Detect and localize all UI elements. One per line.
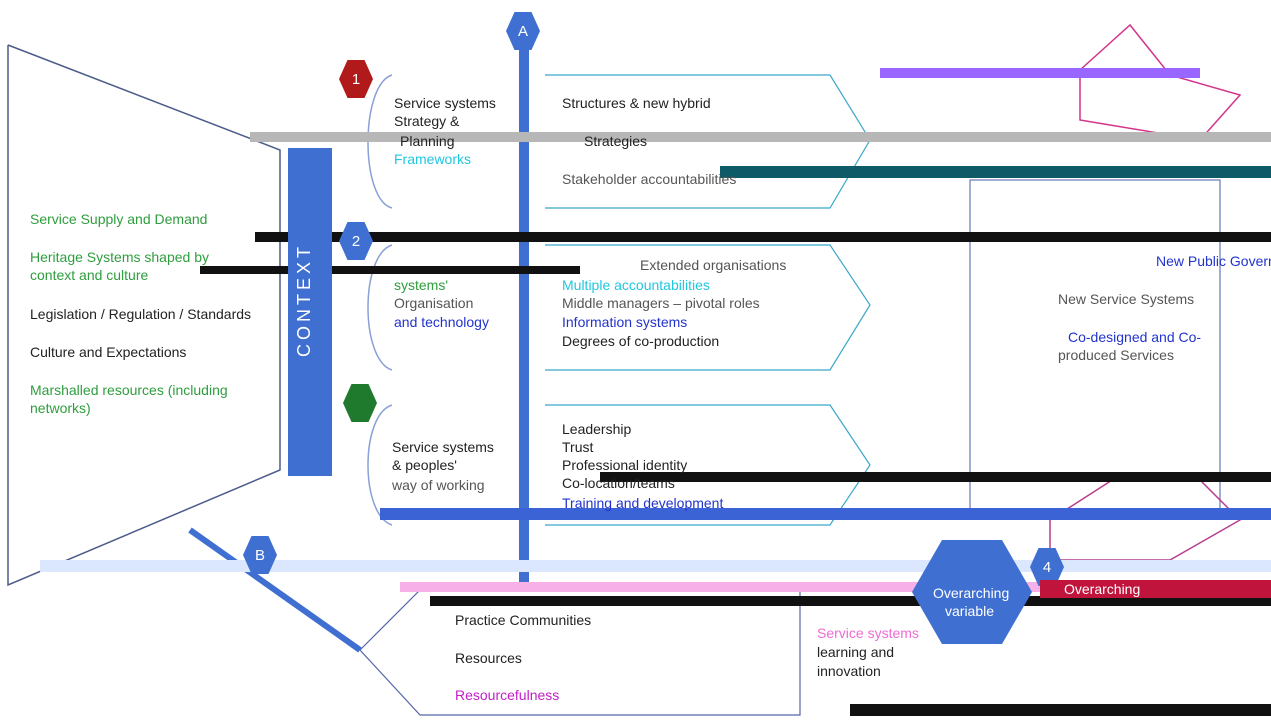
learning-line-2: learning and xyxy=(817,644,895,660)
new-service-systems: New Service Systems xyxy=(1058,291,1195,307)
black-band-4 xyxy=(430,596,1271,606)
blue-band xyxy=(380,508,1271,520)
diagonal-connector xyxy=(188,527,362,653)
codesigned-line-2: produced Services xyxy=(1058,347,1174,363)
row1-right-1: Structures & new hybrid xyxy=(562,95,711,111)
gray-band-1 xyxy=(250,132,1271,142)
top-right-arrow xyxy=(1079,23,1242,141)
row3-right-3: Professional identity xyxy=(562,457,688,473)
top-purple-band xyxy=(880,68,1200,78)
row3-right-4: Co-location/teams xyxy=(562,475,675,491)
codesigned-line-1: Co-designed and Co- xyxy=(1068,329,1202,345)
row2-right-2: Middle managers – pivotal roles xyxy=(562,295,760,311)
row3-left-1: Service systems xyxy=(392,439,494,455)
pink-band xyxy=(400,582,1271,592)
row1-left-2: Strategy & xyxy=(394,113,460,129)
new-public-governance: New Public Governance xyxy=(1156,253,1271,269)
row4-item-2: Resources xyxy=(455,650,522,666)
light-band xyxy=(40,560,1271,572)
overarching-banner-bg xyxy=(1040,580,1271,598)
row1-bracket xyxy=(367,74,393,209)
left-item-5: Marshalled resources (including networks… xyxy=(30,382,228,416)
row1-left-4: Frameworks xyxy=(394,151,472,167)
row2-right-3: Information systems xyxy=(562,314,688,330)
row3-arrow xyxy=(545,404,871,526)
overarching-banner: Overarching xyxy=(1064,581,1141,597)
context-label: CONTEXT xyxy=(294,243,314,358)
left-funnel-outline xyxy=(7,44,281,587)
row3-left-3: way of working xyxy=(392,477,485,493)
row2-right-4: Degrees of co-production xyxy=(562,333,720,349)
row3-right-1: Leadership xyxy=(562,421,632,437)
black-band-3 xyxy=(600,472,1271,482)
black-band-2 xyxy=(200,266,580,274)
context-bar xyxy=(288,148,332,476)
left-item-2: Heritage Systems shaped by context and c… xyxy=(30,249,209,283)
row3-left-2: & peoples' xyxy=(392,457,457,473)
row4-item-1: Practice Communities xyxy=(455,612,592,628)
row1-left-3: Planning xyxy=(400,133,455,149)
learning-line-3: innovation xyxy=(817,663,881,679)
black-band-1 xyxy=(255,232,1271,242)
row1-right-3: Stakeholder accountabilities xyxy=(562,171,737,187)
teal-band xyxy=(720,166,1271,178)
row2-left-2: Organisation xyxy=(394,295,474,311)
row2-left-3: and technology xyxy=(394,314,489,330)
row2-right-top: Extended organisations xyxy=(640,257,787,273)
overarching-hex-line-1: Overarching xyxy=(933,585,1010,601)
learning-line-1: Service systems xyxy=(817,625,919,641)
overarching-hex-line-2: variable xyxy=(945,603,995,619)
row3-right-2: Trust xyxy=(562,439,594,455)
black-band-5 xyxy=(850,704,1271,716)
row3-right-5: Training and development xyxy=(562,495,724,511)
row2-right-1: Multiple accountabilities xyxy=(562,277,710,293)
row2-arrow xyxy=(545,244,871,371)
row4-item-3: Resourcefulness xyxy=(455,687,560,703)
row2-bracket xyxy=(367,244,393,371)
left-item-4: Culture and Expectations xyxy=(30,344,187,360)
left-item-3: Legislation / Regulation / Standards xyxy=(30,306,252,322)
row3-bracket xyxy=(367,404,393,526)
left-item-1: Service Supply and Demand xyxy=(30,211,208,227)
row1-right-2: Strategies xyxy=(584,133,648,149)
row2-left-1: systems' xyxy=(394,277,449,293)
row1-left-1: Service systems xyxy=(394,95,496,111)
row4-outline xyxy=(359,589,801,716)
